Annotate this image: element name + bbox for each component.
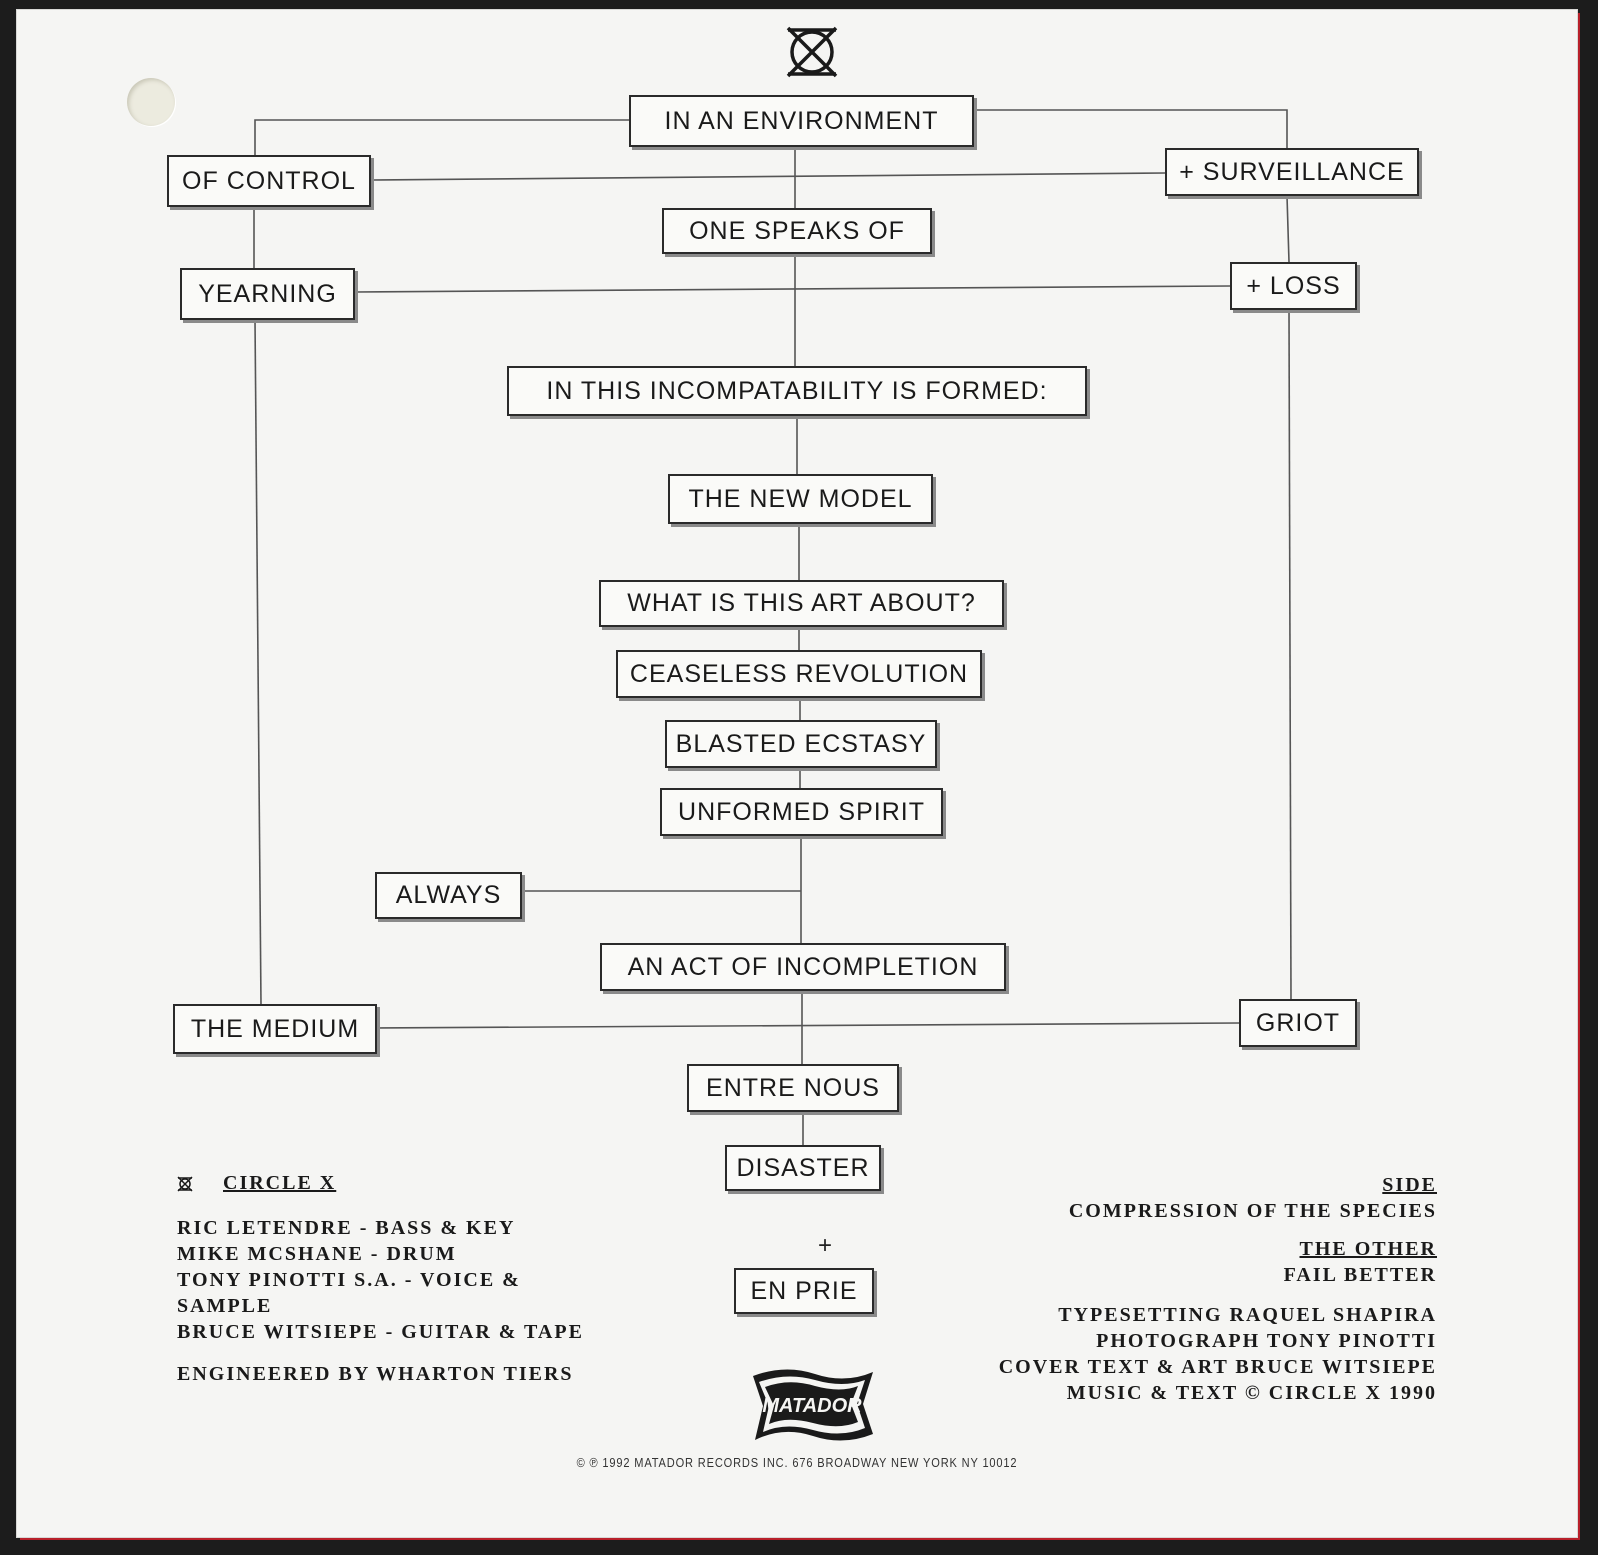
member-line: MIKE McSHANE - DRUM <box>177 1243 457 1265</box>
member-line: RIC LETENDRE - BASS & KEY <box>177 1217 516 1239</box>
box-ceaseless-revolution: CEASELESS REVOLUTION <box>616 650 982 698</box>
box-griot: GRIOT <box>1239 999 1357 1047</box>
matador-logo-text: MATADOR <box>762 1395 862 1417</box>
flowchart-connectors <box>253 109 1292 1147</box>
box-blasted-ecstasy: BLASTED ECSTASY <box>665 720 937 768</box>
box-one-speaks-of: ONE SPEAKS OF <box>662 208 932 254</box>
member-line: SAMPLE <box>177 1295 273 1317</box>
credit-line: COVER TEXT & ART BRUCE WITSIEPE <box>998 1356 1437 1378</box>
copyright-line: © ℗ 1992 MATADOR RECORDS INC. 676 BROADW… <box>576 1455 1018 1470</box>
member-line: BRUCE WITSIEPE - GUITAR & TAPE <box>177 1321 584 1343</box>
box-incompatability: IN THIS INCOMPATABILITY IS FORMED: <box>507 366 1087 416</box>
band-members: RIC LETENDRE - BASS & KEY MIKE McSHANE -… <box>177 1215 637 1387</box>
engineer-credit: ENGINEERED BY WHARTON TIERS <box>177 1363 574 1385</box>
circle-x-logo-icon <box>786 26 838 78</box>
credit-line: MUSIC & TEXT © CIRCLE X 1990 <box>1066 1382 1437 1404</box>
box-the-medium: THE MEDIUM <box>173 1004 377 1054</box>
box-art-about: WHAT IS THIS ART ABOUT? <box>599 580 1004 627</box>
box-loss: + LOSS <box>1230 262 1357 310</box>
box-always: ALWAYS <box>375 872 522 919</box>
side-label: SIDE <box>1382 1174 1437 1196</box>
band-title: CIRCLE X <box>177 1170 336 1196</box>
box-en-prie: EN PRIE <box>734 1268 874 1314</box>
box-entre-nous: ENTRE NOUS <box>687 1064 899 1112</box>
record-sleeve: IN AN ENVIRONMENT OF CONTROL + SURVEILLA… <box>17 10 1577 1537</box>
box-yearning: YEARNING <box>180 268 355 320</box>
box-in-an-environment: IN AN ENVIRONMENT <box>629 95 974 147</box>
matador-logo: MATADOR <box>753 1369 873 1441</box>
credit-line: TYPESETTING RAQUEL SHAPIRA <box>1058 1304 1437 1326</box>
member-line: TONY PINOTTI S.A. - VOICE & <box>177 1269 521 1291</box>
side-credits: SIDE COMPRESSION OF THE SPECIES THE OTHE… <box>999 1172 1437 1406</box>
plus-sign: + <box>817 1232 832 1259</box>
box-unformed-spirit: UNFORMED SPIRIT <box>660 788 943 836</box>
box-act-of-incompletion: AN ACT OF INCOMPLETION <box>600 943 1006 991</box>
other-title: FAIL BETTER <box>1283 1264 1437 1286</box>
circle-x-small-icon <box>177 1176 193 1192</box>
punch-hole <box>127 78 175 126</box>
box-of-control: OF CONTROL <box>167 155 371 207</box>
band-name: CIRCLE X <box>223 1172 337 1194</box>
other-label: THE OTHER <box>1299 1238 1437 1260</box>
box-new-model: THE NEW MODEL <box>668 474 933 524</box>
box-surveillance: + SURVEILLANCE <box>1165 148 1419 196</box>
credit-line: PHOTOGRAPH TONY PINOTTI <box>1096 1330 1437 1352</box>
box-disaster: DISASTER <box>725 1145 881 1191</box>
side-title: COMPRESSION OF THE SPECIES <box>1068 1200 1437 1222</box>
